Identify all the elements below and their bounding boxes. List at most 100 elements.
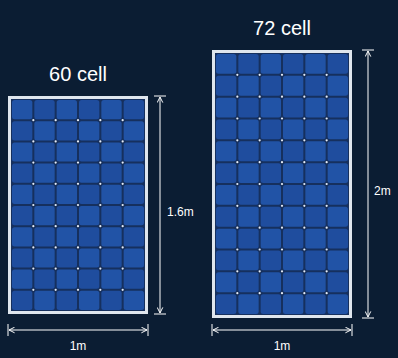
solar-cell xyxy=(328,54,348,74)
panel-frame xyxy=(212,50,352,318)
solar-cell xyxy=(57,185,77,204)
solar-cell xyxy=(124,227,144,246)
solar-cell xyxy=(305,185,325,205)
solar-cell xyxy=(57,142,77,161)
solar-cell xyxy=(305,294,325,314)
cell-gap-dot xyxy=(326,227,328,229)
solar-cell xyxy=(79,185,99,204)
solar-cell xyxy=(261,163,281,183)
dimension-lines xyxy=(8,50,374,336)
cell-gap-dot xyxy=(326,183,328,185)
solar-cell xyxy=(79,164,99,183)
cell-gap-dot xyxy=(236,117,238,119)
solar-cell xyxy=(57,164,77,183)
solar-cell xyxy=(216,76,236,96)
cell-gap-dot xyxy=(259,117,261,119)
solar-cell xyxy=(305,163,325,183)
cell-gap-dot xyxy=(77,119,79,121)
solar-cell xyxy=(305,141,325,161)
cell-gap-dot xyxy=(281,117,283,119)
cell-gap-dot xyxy=(259,227,261,229)
cell-gap-dot xyxy=(281,96,283,98)
solar-cell xyxy=(216,54,236,74)
solar-cell xyxy=(238,207,258,227)
solar-cell xyxy=(238,185,258,205)
cell-gap-dot xyxy=(303,161,305,163)
cell-gap-dot xyxy=(55,204,57,206)
cell-gap-dot xyxy=(55,225,57,227)
cell-gap-dot xyxy=(99,140,101,142)
cell-gap-dot xyxy=(55,119,57,121)
cell-gap-dot xyxy=(32,204,34,206)
cell-gap-dot xyxy=(259,205,261,207)
dimension-label: 1.6m xyxy=(167,205,194,219)
cell-gap-dot xyxy=(99,289,101,291)
solar-cell xyxy=(328,251,348,271)
cell-gap-dot xyxy=(326,205,328,207)
solar-cell xyxy=(101,121,121,140)
solar-cell xyxy=(328,294,348,314)
solar-cell xyxy=(328,163,348,183)
solar-cell xyxy=(79,270,99,289)
cell-gap-dot xyxy=(122,268,124,270)
cell-gap-dot xyxy=(32,140,34,142)
cell-gap-dot xyxy=(236,183,238,185)
solar-cell xyxy=(283,163,303,183)
solar-cell xyxy=(101,227,121,246)
solar-cell xyxy=(101,206,121,225)
solar-cell xyxy=(124,142,144,161)
solar-cell xyxy=(79,100,99,119)
cell-gap-dot xyxy=(303,292,305,294)
panel-heading: 60 cell xyxy=(49,63,107,86)
solar-panel: 60 cell xyxy=(8,96,148,314)
solar-cell xyxy=(216,185,236,205)
solar-cell xyxy=(305,229,325,249)
solar-cell xyxy=(261,229,281,249)
cell-gap-dot xyxy=(326,96,328,98)
cell-gap-dot xyxy=(122,162,124,164)
cell-gap-dot xyxy=(303,248,305,250)
solar-cell xyxy=(79,248,99,267)
solar-cell xyxy=(238,120,258,140)
solar-cell xyxy=(34,142,54,161)
solar-cell xyxy=(79,142,99,161)
solar-cell xyxy=(305,54,325,74)
cell-gap-dot xyxy=(32,246,34,248)
cell-gap-dot xyxy=(281,183,283,185)
cell-gap-dot xyxy=(303,205,305,207)
cell-gap-dot xyxy=(55,246,57,248)
solar-cell xyxy=(124,185,144,204)
solar-cell xyxy=(216,251,236,271)
solar-cell xyxy=(261,76,281,96)
cell-gap-dot xyxy=(236,205,238,207)
solar-cell xyxy=(101,270,121,289)
cell-gap-dot xyxy=(281,292,283,294)
cell-gap-dot xyxy=(122,140,124,142)
cell-gap-dot xyxy=(303,183,305,185)
solar-cell xyxy=(238,163,258,183)
solar-cell xyxy=(57,121,77,140)
cell-gap-dot xyxy=(236,161,238,163)
cell-gap-dot xyxy=(303,139,305,141)
solar-cell xyxy=(283,294,303,314)
solar-cell xyxy=(261,185,281,205)
cell-gap-dot xyxy=(122,289,124,291)
solar-cell xyxy=(101,164,121,183)
cell-gap-dot xyxy=(77,183,79,185)
cell-gap-dot xyxy=(77,225,79,227)
solar-cell xyxy=(34,291,54,310)
solar-cell xyxy=(124,248,144,267)
cell-gap-dot xyxy=(99,246,101,248)
cell-gap-dot xyxy=(32,183,34,185)
solar-cell xyxy=(57,227,77,246)
solar-cell xyxy=(34,227,54,246)
cell-gap-dot xyxy=(236,96,238,98)
cell-gap-dot xyxy=(236,74,238,76)
solar-cell xyxy=(216,229,236,249)
cell-gap-dot xyxy=(236,227,238,229)
cell-gap-dot xyxy=(281,161,283,163)
solar-cell xyxy=(12,206,32,225)
solar-cell xyxy=(216,207,236,227)
cell-gap-dot xyxy=(326,117,328,119)
